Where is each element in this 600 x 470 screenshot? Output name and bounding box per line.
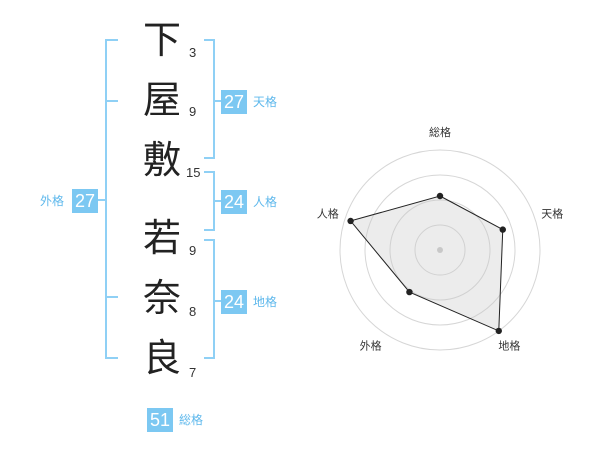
gaikaku-value-badge: 27 (72, 189, 98, 213)
tenkaku-value-badge: 27 (221, 90, 247, 114)
soukaku-value-badge: 51 (147, 408, 173, 432)
radar-area (349, 195, 504, 332)
name-char-1: 下 (142, 18, 181, 62)
radar-point-5 (347, 217, 354, 225)
radar-center (437, 247, 443, 253)
stroke-count-3: 15 (186, 165, 201, 180)
name-char-4: 若 (142, 216, 181, 260)
name-char-2: 屋 (142, 78, 181, 122)
radar-point-4 (406, 288, 413, 296)
chikaku-value-badge: 24 (221, 290, 247, 314)
chikaku-label: 地格 (253, 295, 278, 309)
radar-axis-label-5: 人格 (317, 207, 339, 221)
stroke-count-6: 7 (189, 365, 197, 380)
name-char-6: 良 (142, 336, 181, 380)
radar-ring (364, 174, 516, 326)
gaikaku-label: 外格 (40, 194, 65, 208)
stroke-count-2: 9 (189, 104, 197, 119)
name-char-3: 敷 (142, 138, 181, 182)
radar-ring (389, 199, 491, 301)
stroke-count-4: 9 (189, 243, 197, 258)
radar-axis-label-1: 総格 (429, 125, 451, 139)
radar-ring (339, 149, 541, 351)
radar-point-2 (499, 226, 506, 233)
radar-axis-label-4: 外格 (360, 338, 382, 352)
radar-point-3 (495, 327, 502, 335)
name-char-5: 奈 (142, 276, 181, 320)
radar-axis-label-2: 天格 (541, 207, 563, 221)
soukaku-label: 総格 (179, 413, 204, 427)
radar-axis-label-3: 地格 (498, 338, 520, 352)
stroke-count-1: 3 (189, 45, 197, 60)
stroke-count-5: 8 (189, 304, 197, 319)
radar-ring (414, 224, 466, 276)
jinkaku-label: 人格 (253, 195, 278, 209)
tenkaku-label: 天格 (253, 95, 278, 109)
radar-point-1 (436, 192, 444, 200)
jinkaku-value-badge: 24 (221, 190, 247, 214)
